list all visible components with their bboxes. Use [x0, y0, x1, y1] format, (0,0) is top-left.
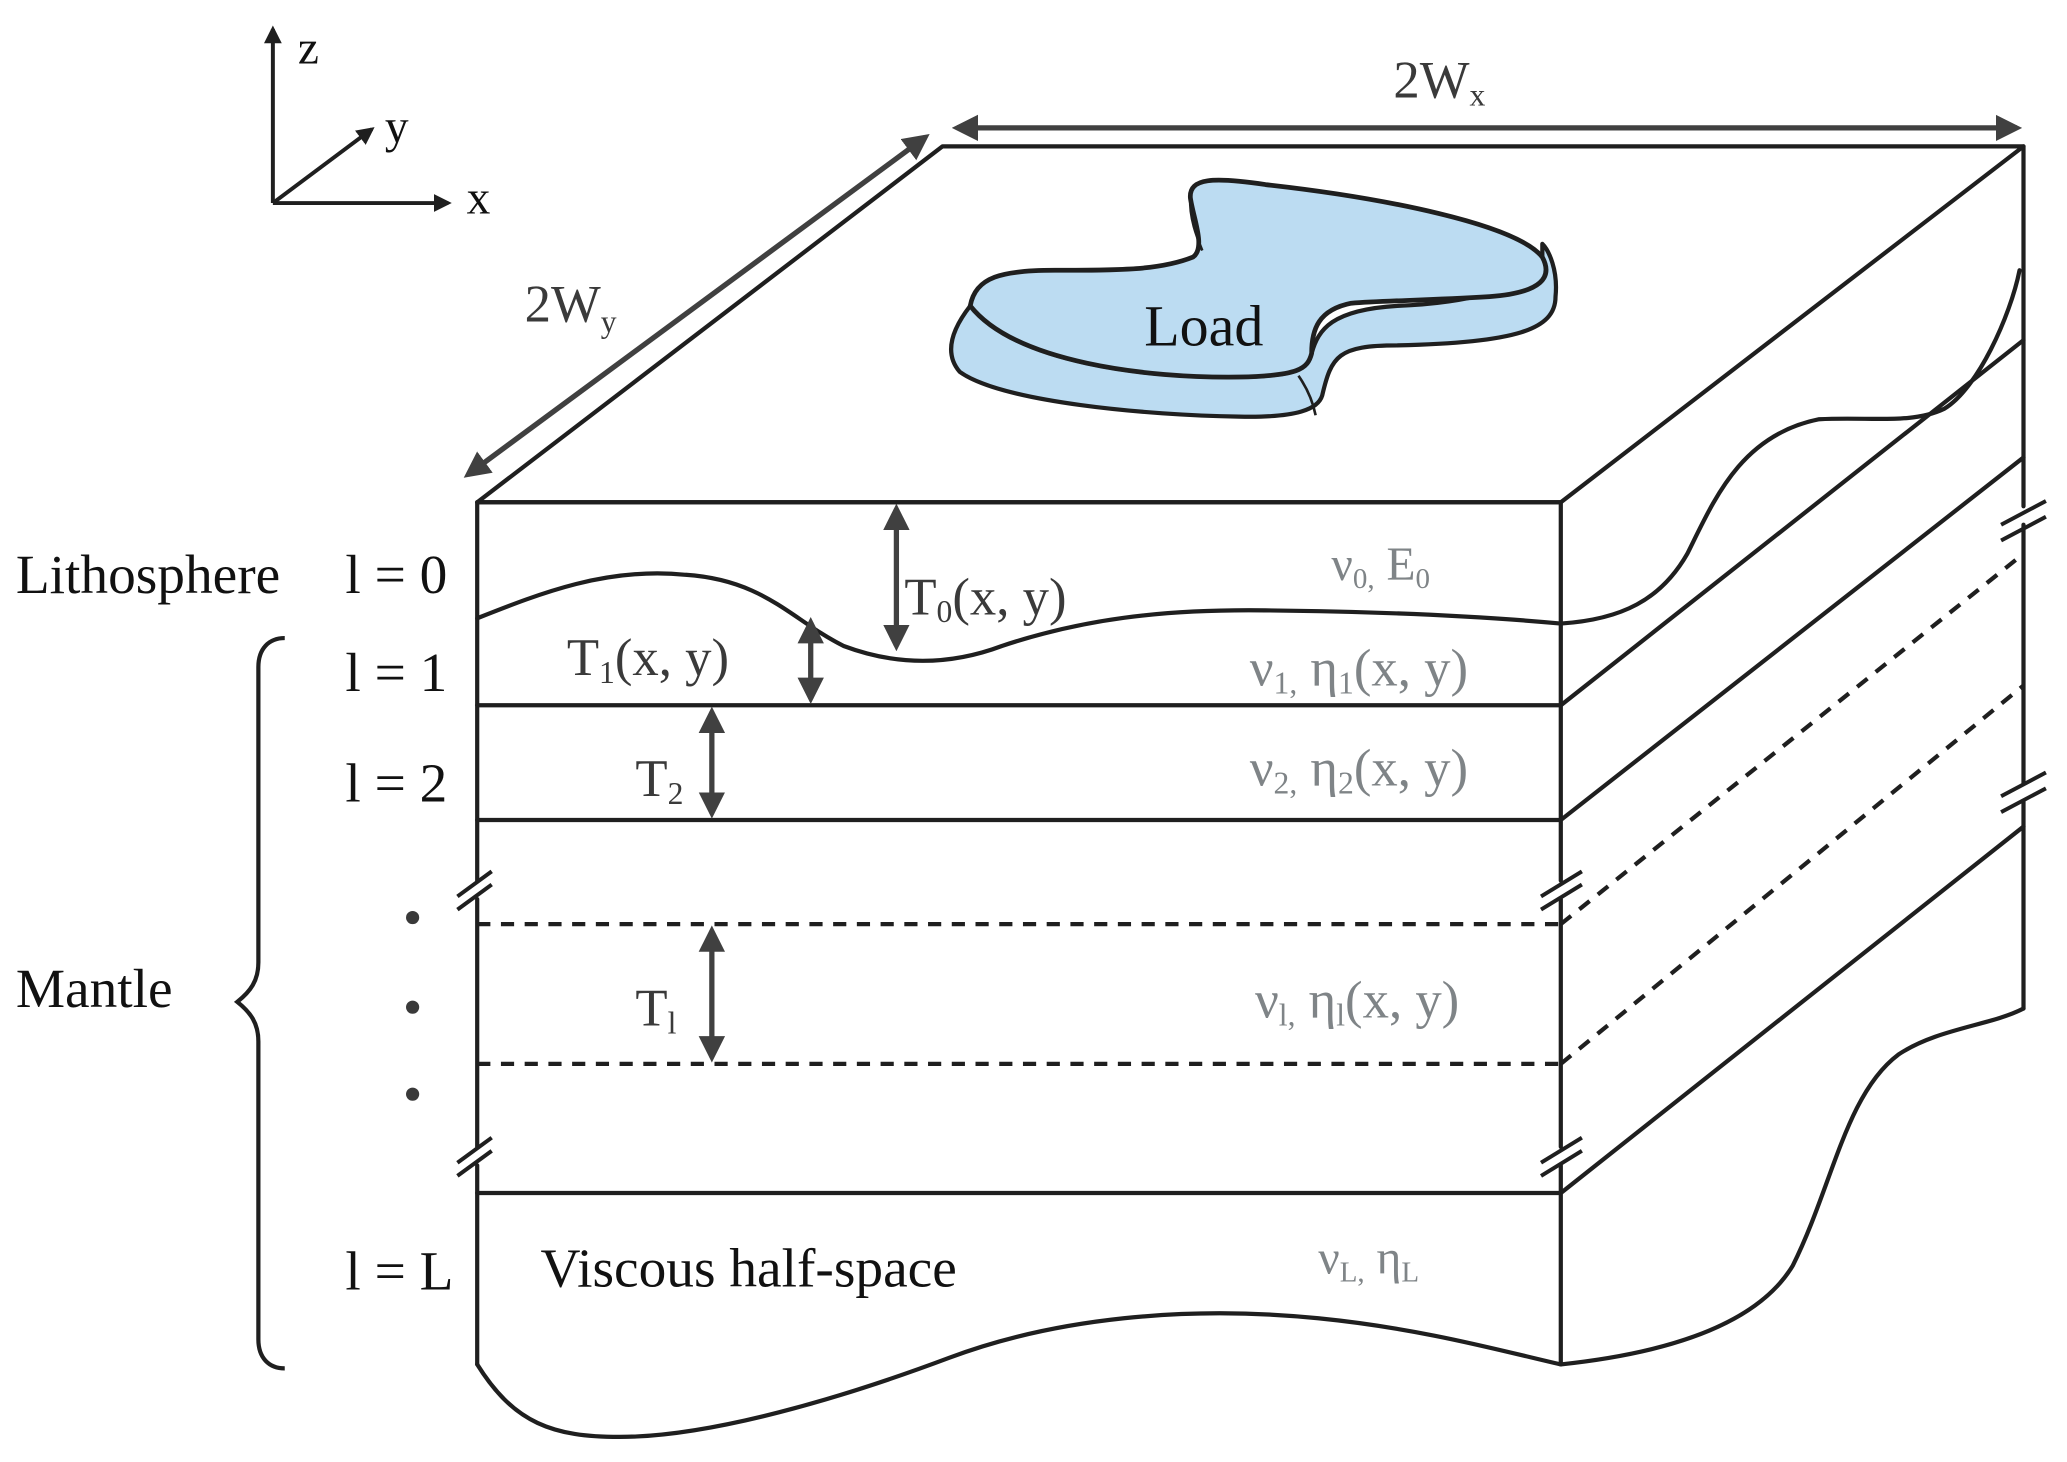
- side-bottom-wavy-edge: [1558, 1006, 2026, 1367]
- width-y-arrow: [463, 134, 930, 478]
- width-x-label: 2Wx: [1393, 52, 1485, 113]
- property-layer-L: νL, ηL: [1318, 1232, 1419, 1288]
- break-mark-left-upper: [456, 869, 493, 912]
- t2-sub: 2: [668, 776, 684, 811]
- layer-index-2: l = 2: [345, 753, 447, 814]
- y-axis-arrow: [271, 127, 375, 205]
- property-layer-0: ν0, E0: [1331, 539, 1430, 595]
- bottom-wavy-edge: [475, 1311, 1563, 1440]
- load-fold-line: [1188, 197, 1204, 251]
- break-mark-right-lower: [1539, 1135, 1583, 1178]
- t1-tail: (x, y): [615, 629, 729, 687]
- y-axis-label: y: [385, 101, 409, 153]
- property-layer-1: ν1, η1(x, y): [1250, 640, 1468, 701]
- side-layer2-base: [1558, 455, 2026, 823]
- break-mark-right-upper: [1539, 869, 1583, 912]
- break-mark-back-lower: [2000, 770, 2047, 814]
- t1-sub: 1: [599, 655, 615, 690]
- side-half-space-top: [1558, 824, 2026, 1196]
- property-layer-l: νl, ηl(x, y): [1255, 972, 1459, 1033]
- t1-label: T1(x, y): [567, 629, 729, 690]
- lithosphere-label: Lithosphere: [16, 544, 280, 605]
- dot: [406, 910, 420, 925]
- mantle-label: Mantle: [16, 958, 173, 1019]
- block-front-face: [456, 500, 1583, 1440]
- width-x-base: 2W: [1393, 52, 1469, 110]
- dimension-2wx: 2Wx: [951, 52, 2023, 142]
- side-layer1-base: [1558, 338, 2026, 708]
- load-label: Load: [1144, 293, 1263, 358]
- layer-index-1: l = 1: [345, 642, 447, 703]
- t0-tail: (x, y): [952, 568, 1066, 626]
- dot: [406, 1000, 420, 1014]
- tl-sub: l: [668, 1006, 677, 1041]
- t0-sub: 0: [937, 594, 953, 629]
- property-layer-2: ν2, η2(x, y): [1250, 740, 1468, 801]
- thickness-t1: T1(x, y): [567, 616, 824, 704]
- break-mark-back-upper: [2000, 499, 2047, 543]
- dot: [406, 1087, 420, 1101]
- dimension-2wy: 2Wy: [463, 134, 930, 478]
- width-x-sub: x: [1470, 77, 1486, 112]
- load-top: [967, 177, 1549, 380]
- property-labels: ν0, E0 ν1, η1(x, y) ν2, η2(x, y) νl, ηl(…: [1250, 539, 1468, 1288]
- t0-base: T: [904, 568, 936, 626]
- side-layer-l-base: [1559, 683, 2025, 1066]
- tl-label: Tl: [635, 980, 676, 1041]
- thickness-t0: T0(x, y): [883, 503, 1067, 652]
- layer-index-L: l = L: [345, 1240, 453, 1301]
- left-labels: Lithosphere l = 0 l = 1 l = 2 l = L Mant…: [16, 544, 454, 1301]
- coordinate-axes: z y x: [263, 22, 491, 225]
- layer-index-0: l = 0: [345, 544, 447, 605]
- load-edge-line: [1297, 374, 1317, 416]
- mantle-brace: [233, 635, 285, 1371]
- lithosphere-base-boundary: [475, 571, 1563, 663]
- t2-base: T: [635, 750, 667, 808]
- t2-label: T2: [635, 750, 683, 811]
- block-side-face: [1558, 144, 2047, 1367]
- t0-label: T0(x, y): [904, 568, 1066, 629]
- ellipsis-dots: [406, 910, 420, 1101]
- x-axis-label: x: [467, 173, 491, 225]
- t1-base: T: [567, 629, 599, 687]
- width-y-base: 2W: [525, 276, 601, 334]
- tl-base: T: [635, 980, 667, 1038]
- width-y-sub: y: [601, 304, 617, 339]
- surface-load: Load: [949, 177, 1559, 419]
- half-space-label: Viscous half-space: [540, 1238, 956, 1299]
- z-axis-label: z: [298, 22, 319, 74]
- thickness-t2: T2: [635, 706, 726, 819]
- width-y-label: 2Wy: [525, 276, 617, 340]
- side-layer-l-top: [1559, 552, 2025, 926]
- thickness-tl: Tl: [635, 925, 726, 1063]
- break-mark-left-lower: [456, 1136, 493, 1178]
